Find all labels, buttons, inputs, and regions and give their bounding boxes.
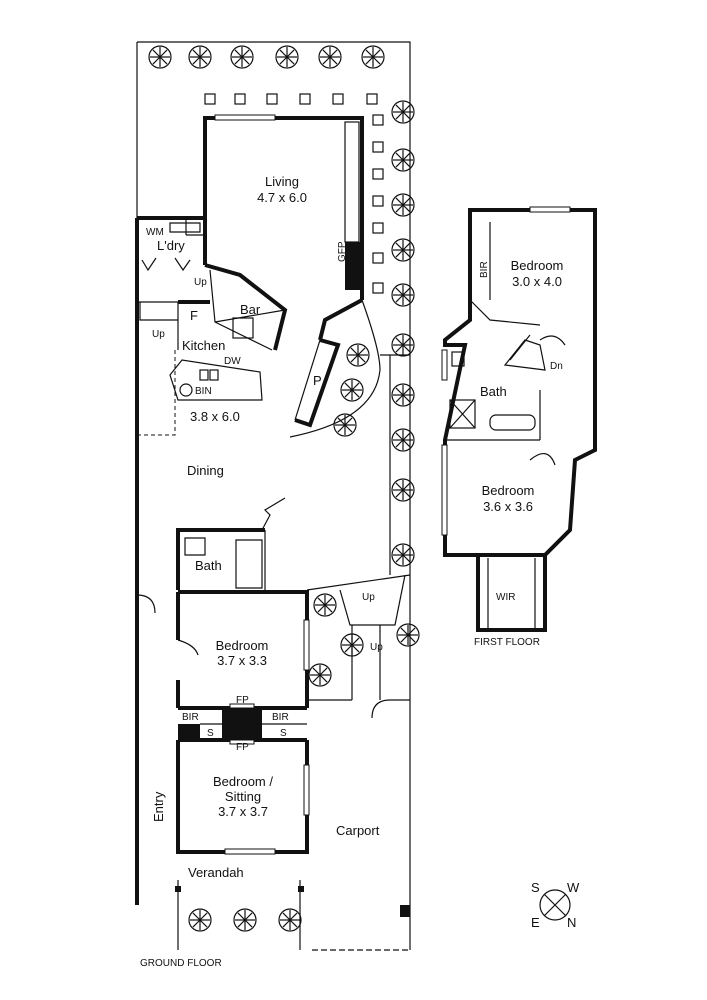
tree-icon xyxy=(361,45,385,69)
tree-icon xyxy=(391,333,415,357)
bedroom2-size: 3.7 x 3.7 xyxy=(218,804,268,819)
paver xyxy=(332,93,344,105)
ff-bath-label: Bath xyxy=(480,384,507,399)
bar-label: Bar xyxy=(240,302,261,317)
dining-label: Dining xyxy=(187,463,224,478)
bedroom2-label-1: Bedroom / xyxy=(213,774,273,789)
pavers xyxy=(204,93,384,294)
pantry-label: P xyxy=(313,373,322,388)
tree-icon xyxy=(318,45,342,69)
tree-icon xyxy=(313,593,337,617)
paver xyxy=(372,252,384,264)
paver xyxy=(266,93,278,105)
stairs-up-label-2: Up xyxy=(152,329,165,340)
kitchen-label: Kitchen xyxy=(182,338,225,353)
entry-label: Entry xyxy=(151,791,166,822)
carport-label: Carport xyxy=(336,823,380,838)
paver xyxy=(234,93,246,105)
fridge-label: F xyxy=(190,308,198,323)
paver xyxy=(366,93,378,105)
trees xyxy=(148,45,420,932)
tree-icon xyxy=(275,45,299,69)
paver xyxy=(372,114,384,126)
bir-label-left: BIR xyxy=(182,712,199,723)
bir-label-right: BIR xyxy=(272,712,289,723)
tree-icon xyxy=(391,478,415,502)
tree-icon xyxy=(391,238,415,262)
tree-icon xyxy=(148,45,172,69)
fp-label-bottom: FP xyxy=(236,742,249,753)
compass-w: W xyxy=(567,880,580,895)
ff-bir-label: BIR xyxy=(479,261,490,278)
ground-floor xyxy=(135,41,411,951)
bedroom1-size: 3.7 x 3.3 xyxy=(217,653,267,668)
bin-label: BIN xyxy=(195,386,212,397)
bedroom1-label: Bedroom xyxy=(216,638,269,653)
tree-icon xyxy=(233,908,257,932)
compass: S W E N xyxy=(531,880,580,930)
tree-icon xyxy=(391,543,415,567)
s-label-right: S xyxy=(280,728,287,739)
wir-label: WIR xyxy=(496,592,515,603)
living-size: 4.7 x 6.0 xyxy=(257,190,307,205)
tree-icon xyxy=(308,663,332,687)
stairs-up-label: Up xyxy=(194,277,207,288)
laundry-label: L'dry xyxy=(157,238,185,253)
tree-icon xyxy=(391,383,415,407)
compass-n: N xyxy=(567,915,576,930)
tree-icon xyxy=(333,413,357,437)
ff-bedroom1-size: 3.0 x 4.0 xyxy=(512,274,562,289)
paver xyxy=(204,93,216,105)
ff-bedroom2-label: Bedroom xyxy=(482,483,535,498)
paver xyxy=(372,282,384,294)
tree-icon xyxy=(396,623,420,647)
tree-icon xyxy=(391,428,415,452)
tree-icon xyxy=(346,343,370,367)
first-floor-title: FIRST FLOOR xyxy=(474,637,540,648)
living-label: Living xyxy=(265,174,299,189)
paver xyxy=(299,93,311,105)
dn-label: Dn xyxy=(550,361,563,372)
wm-label: WM xyxy=(146,227,164,238)
tree-icon xyxy=(188,45,212,69)
tree-icon xyxy=(391,148,415,172)
bath-label: Bath xyxy=(195,558,222,573)
tree-icon xyxy=(391,100,415,124)
dw-label: DW xyxy=(224,356,241,367)
bedroom2-label-2: Sitting xyxy=(225,789,261,804)
ff-bedroom1-label: Bedroom xyxy=(511,258,564,273)
ground-floor-title: GROUND FLOOR xyxy=(140,958,222,969)
tree-icon xyxy=(188,908,212,932)
gfp-label: GFP xyxy=(337,241,348,262)
boundary xyxy=(137,41,411,950)
tree-icon xyxy=(278,908,302,932)
compass-e: E xyxy=(531,915,540,930)
paver xyxy=(372,222,384,234)
verandah-label: Verandah xyxy=(188,865,244,880)
tree-icon xyxy=(340,378,364,402)
room-labels: Living 4.7 x 6.0 WM L'dry GFP Up Bar F U… xyxy=(140,174,563,969)
tree-icon xyxy=(230,45,254,69)
path-up-label-2: Up xyxy=(370,642,383,653)
ff-bedroom2-size: 3.6 x 3.6 xyxy=(483,499,533,514)
paver xyxy=(372,195,384,207)
first-floor xyxy=(441,206,597,632)
paver xyxy=(372,141,384,153)
s-label-left: S xyxy=(207,728,214,739)
path-up-label-1: Up xyxy=(362,592,375,603)
compass-s: S xyxy=(531,880,540,895)
paver xyxy=(372,168,384,180)
kitchen-size: 3.8 x 6.0 xyxy=(190,409,240,424)
tree-icon xyxy=(391,193,415,217)
tree-icon xyxy=(391,283,415,307)
fp-label-top: FP xyxy=(236,695,249,706)
